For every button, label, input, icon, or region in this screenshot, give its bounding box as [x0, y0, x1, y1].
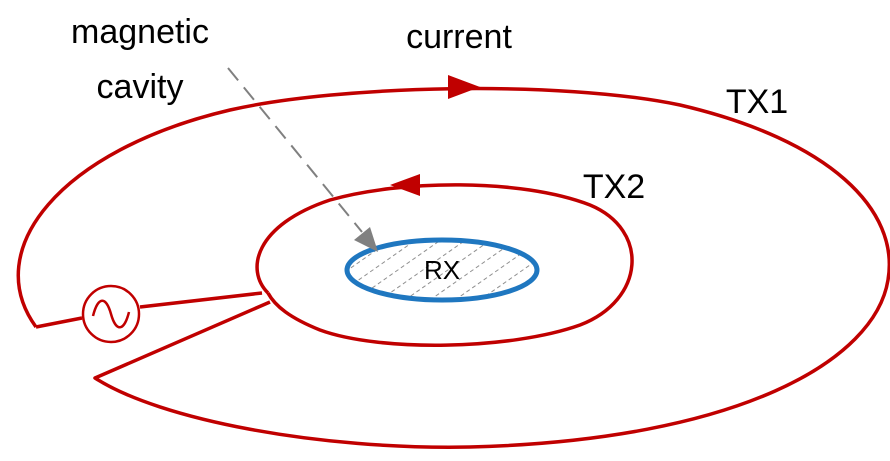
- cavity-label: cavity: [97, 68, 184, 106]
- rx-coil: [344, 237, 540, 303]
- tx2-arrowhead-icon: [390, 174, 420, 196]
- source-lead-to-tx2: [139, 291, 263, 309]
- tx1-coil: [16, 86, 890, 449]
- magnetic-label: magnetic: [71, 13, 209, 51]
- tx1-arrowhead-icon: [448, 75, 480, 99]
- tx2-coil: [255, 183, 634, 347]
- current-label: current: [406, 18, 512, 56]
- ac-source-icon: [81, 284, 141, 344]
- tx1-label: TX1: [726, 83, 788, 121]
- rx-label: RX: [424, 255, 460, 285]
- source-lead-to-tx1: [35, 316, 83, 329]
- cavity-pointer-arrow: [227, 67, 378, 252]
- tx2-label: TX2: [583, 168, 645, 206]
